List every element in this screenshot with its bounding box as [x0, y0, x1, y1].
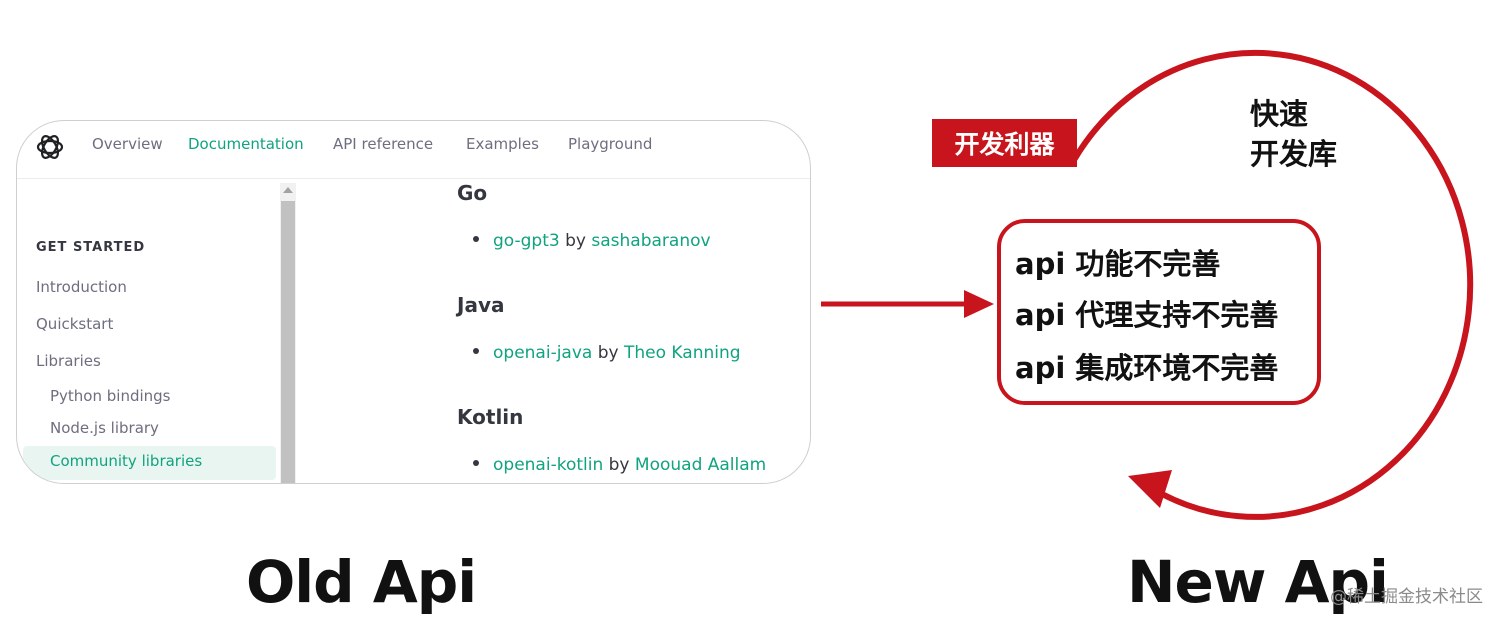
- old-api-label: Old Api: [246, 548, 477, 616]
- sidebar-item-python-bindings[interactable]: Python bindings: [50, 387, 171, 405]
- section-kotlin-heading: Kotlin: [457, 405, 524, 429]
- section-java-heading: Java: [457, 293, 505, 317]
- nav-examples[interactable]: Examples: [466, 135, 539, 153]
- link-sashabaranov[interactable]: sashabaranov: [591, 231, 711, 251]
- nav-api-reference[interactable]: API reference: [333, 135, 434, 153]
- link-moouad-aallam[interactable]: Moouad Aallam: [634, 455, 767, 475]
- by-text: by: [565, 231, 586, 251]
- by-text: by: [608, 455, 630, 475]
- sidebar-item-nodejs-library[interactable]: Node.js library: [50, 419, 159, 437]
- fast-text-line-2: 开发库: [1250, 137, 1338, 171]
- section-go-heading: Go: [457, 181, 488, 205]
- list-item-kotlin: openai-kotlin by Moouad Aallam: [473, 455, 766, 475]
- issue-item: api 功能不完善: [1015, 247, 1221, 281]
- sidebar-item-introduction[interactable]: Introduction: [36, 278, 127, 296]
- cycle-arrow-icon: [1071, 49, 1474, 520]
- sidebar-item-libraries[interactable]: Libraries: [36, 352, 101, 370]
- fast-text-line-1: 快速: [1250, 97, 1309, 131]
- dev-tool-badge: 开发利器: [932, 119, 1077, 167]
- right-arrow-icon: [821, 290, 994, 318]
- issues-box: api 功能不完善 api 代理支持不完善 api 集成环境不完善: [997, 219, 1321, 405]
- list-item-java: openai-java by Theo Kanning: [473, 343, 741, 363]
- list-item-go: go-gpt3 by sashabaranov: [473, 231, 711, 251]
- nav-documentation[interactable]: Documentation: [188, 135, 304, 153]
- new-api-label: New Api: [1127, 548, 1389, 616]
- link-go-gpt3[interactable]: go-gpt3: [493, 231, 560, 251]
- docs-screenshot-card: Overview Documentation API reference Exa…: [16, 120, 811, 484]
- watermark: @稀土掘金技术社区: [1330, 587, 1483, 607]
- scroll-up-arrow-icon[interactable]: [283, 187, 293, 193]
- nav-playground[interactable]: Playground: [568, 135, 653, 153]
- by-text: by: [597, 343, 619, 363]
- fast-dev-lib-text: 快速 开发库: [1250, 94, 1337, 174]
- top-nav: Overview Documentation API reference Exa…: [17, 121, 810, 179]
- link-openai-java[interactable]: openai-java: [493, 343, 593, 363]
- nav-overview[interactable]: Overview: [92, 135, 163, 153]
- issue-item: api 代理支持不完善: [1015, 298, 1279, 332]
- scrollbar-thumb[interactable]: [281, 201, 295, 483]
- openai-logo-icon: [36, 135, 64, 159]
- link-theo-kanning[interactable]: Theo Kanning: [624, 343, 741, 363]
- link-openai-kotlin[interactable]: openai-kotlin: [493, 455, 604, 475]
- bullet-icon: [473, 236, 479, 242]
- sidebar-item-community-libraries[interactable]: Community libraries: [50, 452, 203, 470]
- issue-item: api 集成环境不完善: [1015, 351, 1279, 385]
- sidebar-active-highlight: [23, 446, 276, 480]
- bullet-icon: [473, 460, 479, 466]
- sidebar-item-quickstart[interactable]: Quickstart: [36, 315, 114, 333]
- bullet-icon: [473, 348, 479, 354]
- sidebar: GET STARTED Introduction Quickstart Libr…: [17, 179, 277, 483]
- sidebar-heading: GET STARTED: [36, 240, 146, 255]
